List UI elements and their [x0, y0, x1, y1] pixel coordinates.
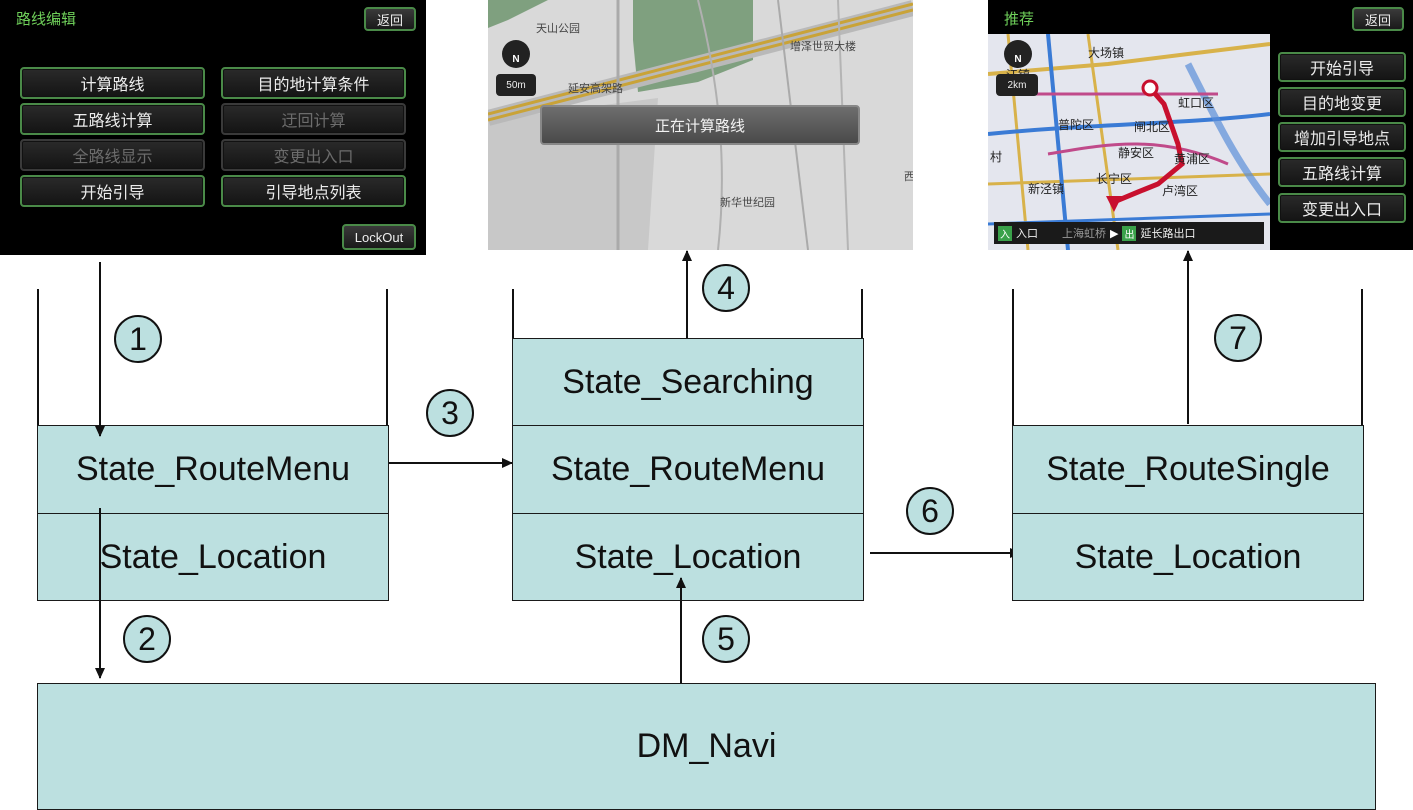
- map3-label-5: 静安区: [1118, 146, 1155, 160]
- route-edit-title: 路线编辑: [16, 11, 77, 28]
- compass-icon[interactable]: N: [502, 40, 530, 68]
- right-state-location: State_Location: [1012, 513, 1364, 601]
- detour-calc-button[interactable]: 迂回计算: [221, 103, 406, 135]
- change-entrance-exit-button-2[interactable]: 变更出入口: [1278, 193, 1406, 223]
- map-label-elevated-road: 延安高架路: [568, 83, 623, 95]
- compass-icon-2[interactable]: N: [1004, 40, 1032, 68]
- middle-stack-wall-right: [861, 289, 863, 341]
- exit-icon: 出: [1122, 225, 1137, 241]
- entrance-icon: 入: [998, 225, 1012, 241]
- recommend-route-screen: 推荐 返回 大场镇 江镇 虹口区 闸北区 普陀区 静安区 黄浦区 村 长宁区 新…: [988, 0, 1413, 250]
- overview-map-graphics: [988, 34, 1270, 250]
- map-label-building: 增泽世贸大楼: [790, 41, 856, 53]
- step-5-badge: 5: [702, 615, 750, 663]
- map3-label-9: 新泾镇: [1028, 182, 1065, 196]
- five-route-calc-button-2[interactable]: 五路线计算: [1278, 157, 1406, 187]
- destination-conditions-button[interactable]: 目的地计算条件: [221, 67, 406, 99]
- right-state-routesingle: State_RouteSingle: [1012, 425, 1364, 514]
- map-label-west: 西: [904, 171, 913, 183]
- exit-label: 延长路出口: [1140, 228, 1196, 240]
- map3-label-7: 村: [990, 150, 1003, 164]
- left-stack-wall-left: [37, 289, 39, 429]
- map-label-park: 天山公园: [536, 23, 580, 35]
- step-1-badge: 1: [114, 315, 162, 363]
- map3-label-6: 黄浦区: [1174, 152, 1211, 166]
- right-stack-wall-left: [1012, 289, 1014, 429]
- add-waypoint-button[interactable]: 增加引导地点: [1278, 122, 1406, 152]
- step-6-badge: 6: [906, 487, 954, 535]
- middle-stack-wall-left: [512, 289, 514, 341]
- map3-label-4: 普陀区: [1058, 118, 1095, 132]
- route-edit-screen: 路线编辑 返回 计算路线 目的地计算条件 五路线计算 迂回计算 全路线显示 变更…: [0, 0, 426, 255]
- map3-label-0: 大场镇: [1088, 46, 1125, 60]
- map3-label-10: 卢湾区: [1162, 184, 1199, 198]
- scale-indicator-2: 2km: [996, 74, 1038, 96]
- map3-label-3: 闸北区: [1134, 120, 1171, 134]
- step-4-badge: 4: [702, 264, 750, 312]
- recommend-title: 推荐: [1004, 11, 1035, 28]
- route-endpoints-bar: 入 入口 上海虹桥 ▶ 出 延长路出口: [994, 222, 1264, 244]
- back-button-2[interactable]: 返回: [1352, 7, 1404, 31]
- change-destination-button[interactable]: 目的地变更: [1278, 87, 1406, 117]
- lockout-button[interactable]: LockOut: [342, 224, 416, 250]
- scale-indicator: 50m: [496, 74, 536, 96]
- calc-route-button[interactable]: 计算路线: [20, 67, 205, 99]
- dm-navi-box: DM_Navi: [37, 683, 1376, 810]
- start-guidance-button[interactable]: 开始引导: [20, 175, 205, 207]
- middle-state-location: State_Location: [512, 513, 864, 601]
- change-entrance-exit-button[interactable]: 变更出入口: [221, 139, 406, 171]
- play-icon: ▶: [1110, 227, 1119, 240]
- back-button[interactable]: 返回: [364, 7, 416, 31]
- middle-state-searching: State_Searching: [512, 338, 864, 426]
- guidance-point-list-button[interactable]: 引导地点列表: [221, 175, 406, 207]
- right-stack-wall-right: [1361, 289, 1363, 429]
- map3-label-2: 虹口区: [1178, 96, 1215, 110]
- map3-label-8: 长宁区: [1096, 172, 1133, 186]
- middle-state-routemenu: State_RouteMenu: [512, 425, 864, 514]
- full-route-display-button[interactable]: 全路线显示: [20, 139, 205, 171]
- searching-map-screen: 天山公园 增泽世贸大楼 延安高架路 新华世纪园 西 N 50m 正在计算路线: [488, 0, 913, 250]
- entrance-label: 入口: [1016, 228, 1038, 240]
- step-2-badge: 2: [123, 615, 171, 663]
- calculating-route-message: 正在计算路线: [540, 105, 860, 145]
- left-stack-wall-right: [386, 289, 388, 429]
- step-3-badge: 3: [426, 389, 474, 437]
- start-guidance-button-2[interactable]: 开始引导: [1278, 52, 1406, 82]
- step-7-badge: 7: [1214, 314, 1262, 362]
- map-label-garden: 新华世纪园: [720, 197, 775, 209]
- left-state-location: State_Location: [37, 513, 389, 601]
- five-route-calc-button[interactable]: 五路线计算: [20, 103, 205, 135]
- left-state-routemenu: State_RouteMenu: [37, 425, 389, 514]
- mid-label: 上海虹桥: [1062, 228, 1106, 240]
- route-overview-map[interactable]: 大场镇 江镇 虹口区 闸北区 普陀区 静安区 黄浦区 村 长宁区 新泾镇 卢湾区…: [988, 34, 1270, 250]
